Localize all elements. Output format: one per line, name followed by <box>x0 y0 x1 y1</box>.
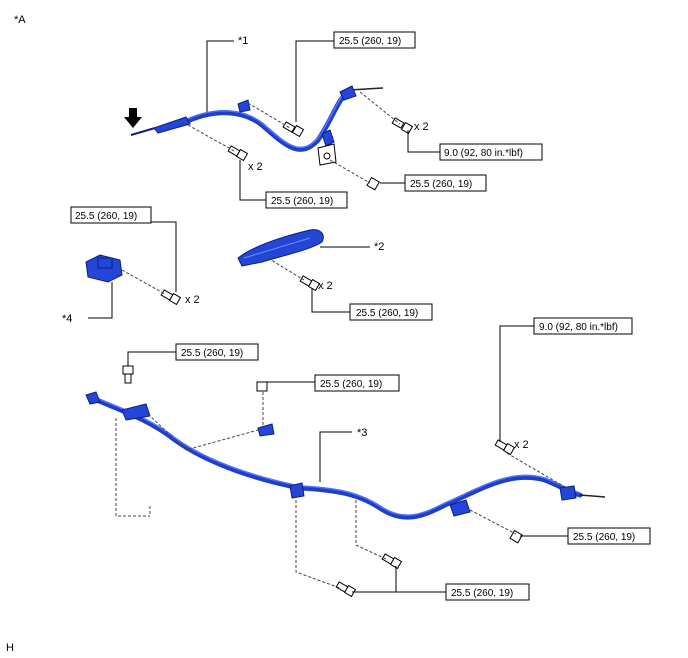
svg-text:25.5 (260, 19): 25.5 (260, 19) <box>75 211 137 222</box>
nut-lower-2 <box>509 529 524 544</box>
svg-text:25.5 (260, 19): 25.5 (260, 19) <box>271 196 333 207</box>
svg-text:25.5 (260, 19): 25.5 (260, 19) <box>320 379 382 390</box>
svg-text:25.5 (260, 19): 25.5 (260, 19) <box>356 308 418 319</box>
parking-brake-cable-1 <box>130 85 384 152</box>
bracket-4 <box>85 254 123 283</box>
bolt-lower-3 <box>381 553 403 570</box>
front-direction-arrow-icon <box>124 108 142 128</box>
torque-label-10: 25.5 (260, 19) <box>567 527 651 545</box>
callout-2: *2 <box>374 241 384 253</box>
callout-4: *4 <box>62 313 72 325</box>
figure-code-label: H <box>6 642 14 654</box>
torque-label-1: 25.5 (260, 19) <box>333 31 416 49</box>
svg-text:25.5 (260, 19): 25.5 (260, 19) <box>573 532 635 543</box>
svg-text:25.5 (260, 19): 25.5 (260, 19) <box>410 179 472 190</box>
bolt-mid-2 <box>299 275 321 292</box>
torque-label-11: 25.5 (260, 19) <box>445 583 530 601</box>
svg-text:9.0 (92, 80 in.*lbf): 9.0 (92, 80 in.*lbf) <box>444 148 523 159</box>
svg-text:25.5 (260, 19): 25.5 (260, 19) <box>451 588 513 599</box>
bolt-upper-3 <box>227 145 249 162</box>
torque-label-3: 25.5 (260, 19) <box>404 174 487 192</box>
bolt-lower-1 <box>122 365 134 384</box>
quantity-3: x 2 <box>185 294 200 306</box>
cable-bracket <box>317 143 337 166</box>
svg-text:25.5 (260, 19): 25.5 (260, 19) <box>339 36 401 47</box>
callout-1: *1 <box>238 35 248 47</box>
torque-label-5: 25.5 (260, 19) <box>70 206 152 224</box>
svg-text:9.0 (92, 80 in.*lbf): 9.0 (92, 80 in.*lbf) <box>539 322 618 333</box>
quantity-2: x 2 <box>248 161 263 173</box>
callout-3: *3 <box>357 427 367 439</box>
quantity-1: x 2 <box>414 121 429 133</box>
quantity-5: x 2 <box>514 439 529 451</box>
parking-brake-cable-3 <box>85 391 606 520</box>
torque-label-7: 9.0 (92, 80 in.*lbf) <box>533 317 633 335</box>
bolt-mid-4 <box>160 289 182 306</box>
nut-upper <box>366 176 381 191</box>
bracket-hole <box>323 152 331 160</box>
torque-label-2: 9.0 (92, 80 in.*lbf) <box>439 143 543 161</box>
bolt-lower-4 <box>335 581 357 598</box>
cable-cover-2 <box>237 229 324 267</box>
bolt-lower-2 <box>494 439 516 456</box>
torque-label-6: 25.5 (260, 19) <box>349 303 433 321</box>
torque-label-8: 25.5 (260, 19) <box>175 343 259 361</box>
nut-lower-1 <box>256 381 268 392</box>
torque-label-4: 25.5 (260, 19) <box>265 191 348 209</box>
torque-label-9: 25.5 (260, 19) <box>314 374 400 392</box>
figure-ref-label: *A <box>14 14 26 26</box>
bolt-upper-1 <box>282 121 305 138</box>
quantity-4: x 2 <box>318 280 333 292</box>
svg-text:25.5 (260, 19): 25.5 (260, 19) <box>181 348 243 359</box>
